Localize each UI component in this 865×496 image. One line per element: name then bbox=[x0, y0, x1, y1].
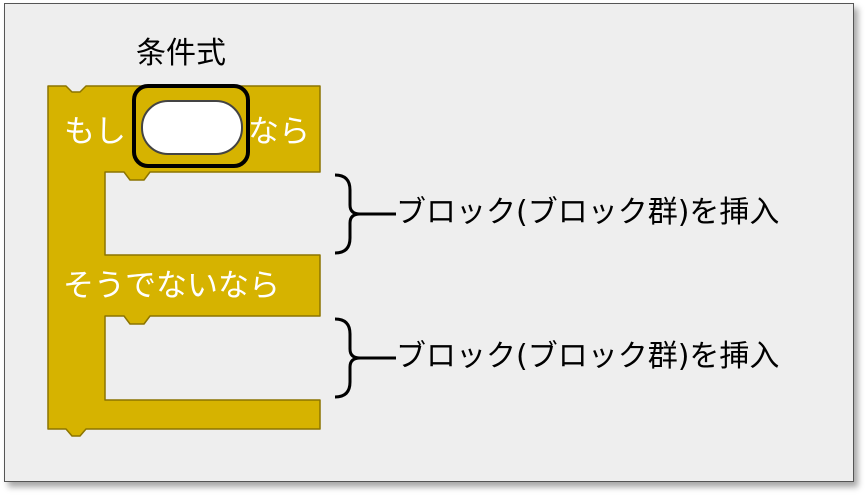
brace-icon-2 bbox=[334, 317, 361, 399]
else-text: そうでないなら bbox=[63, 268, 280, 304]
then-text: なら bbox=[248, 114, 310, 150]
condition-label: 条件式 bbox=[136, 36, 226, 71]
if-else-block bbox=[47, 85, 321, 437]
insert-label-1: ブロック(ブロック群)を挿入 bbox=[396, 195, 780, 230]
if-text: もし bbox=[64, 114, 126, 150]
insert-label-2: ブロック(ブロック群)を挿入 bbox=[396, 339, 780, 374]
condition-slot[interactable] bbox=[141, 100, 243, 155]
condition-highlight-box bbox=[132, 84, 250, 168]
brace-icon-1 bbox=[334, 173, 361, 255]
